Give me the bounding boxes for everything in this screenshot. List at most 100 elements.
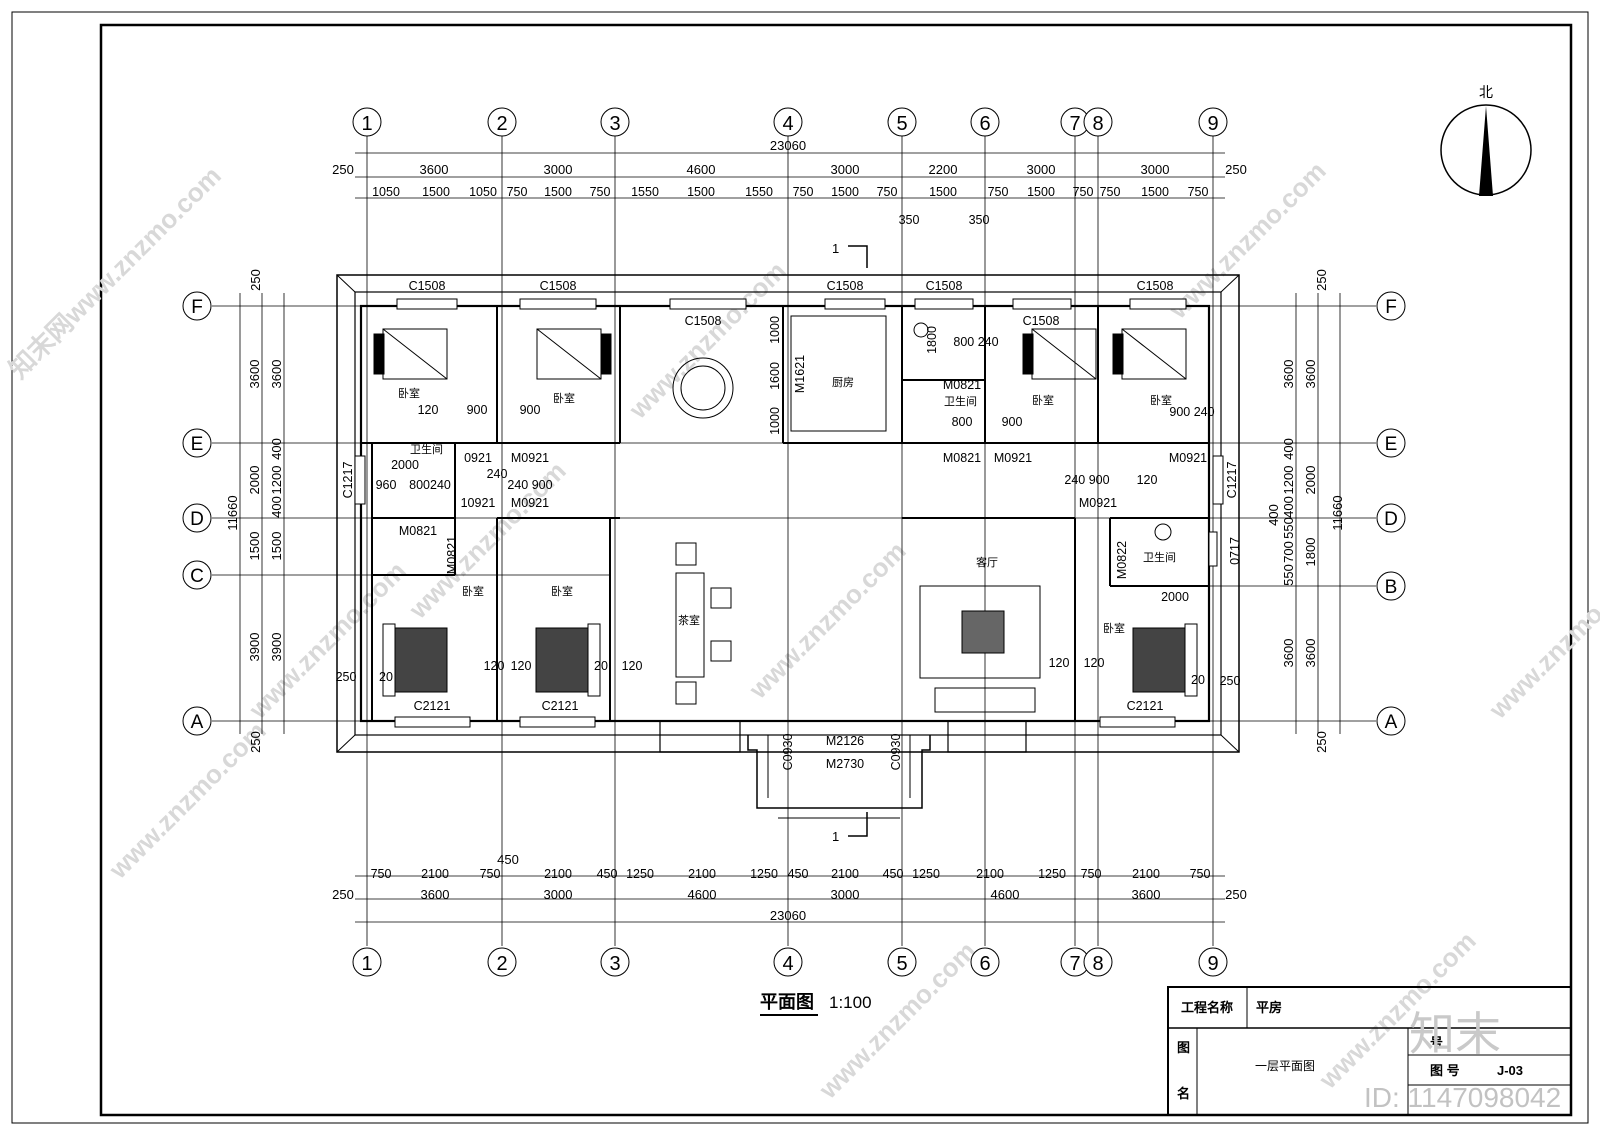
sheet-outer-border	[11, 11, 1589, 1124]
svg-text:3600: 3600	[1303, 360, 1318, 389]
room-bedroom-1: 卧室	[398, 386, 420, 400]
svg-text:250: 250	[248, 731, 263, 753]
svg-text:120: 120	[622, 659, 643, 673]
svg-text:6: 6	[979, 113, 990, 135]
svg-text:1250: 1250	[912, 867, 940, 881]
bed-icon	[373, 328, 448, 380]
bed-icon	[536, 328, 612, 380]
svg-text:www.znzmo.com: www.znzmo.com	[242, 556, 411, 725]
axis-x-8: 8 8	[1083, 107, 1113, 977]
svg-text:3900: 3900	[247, 633, 262, 662]
svg-text:C1508: C1508	[926, 279, 963, 293]
svg-text:400: 400	[269, 438, 284, 460]
svg-text:1000: 1000	[768, 316, 782, 344]
axis-x-1: 1 1	[352, 107, 382, 977]
svg-text:C: C	[190, 566, 204, 587]
svg-text:750: 750	[1100, 185, 1121, 199]
room-bedroom-5: 卧室	[462, 584, 484, 598]
svg-text:C2121: C2121	[414, 699, 451, 713]
svg-text:号: 号	[1430, 1035, 1443, 1050]
svg-text:2000: 2000	[1303, 466, 1318, 495]
svg-text:750: 750	[1081, 867, 1102, 881]
svg-text:11660: 11660	[225, 495, 240, 530]
dining-table-icon	[672, 357, 734, 419]
svg-text:550: 550	[1281, 517, 1296, 539]
svg-text:350: 350	[969, 213, 990, 227]
svg-text:1800: 1800	[925, 326, 939, 354]
svg-text:700: 700	[1281, 541, 1296, 563]
svg-text:400: 400	[269, 496, 284, 518]
svg-text:C0930: C0930	[781, 734, 795, 771]
svg-text:2100: 2100	[421, 867, 449, 881]
axis-grid-y: F F E E D D C B A A	[182, 291, 1406, 736]
svg-text:3: 3	[609, 953, 620, 975]
furniture	[373, 315, 1198, 713]
svg-text:750: 750	[507, 185, 528, 199]
axis-x-4: 4 4	[773, 107, 803, 977]
axis-x-6: 6 6	[970, 107, 1000, 977]
windows	[354, 298, 1224, 728]
svg-text:2000: 2000	[391, 458, 419, 472]
kitchen-counter	[790, 315, 887, 432]
svg-text:A: A	[1385, 712, 1398, 733]
svg-text:1200: 1200	[269, 466, 284, 495]
section-marks	[848, 245, 868, 837]
svg-text:250: 250	[1225, 887, 1247, 902]
svg-text:800 240: 800 240	[953, 335, 998, 349]
svg-text:2100: 2100	[1132, 867, 1160, 881]
svg-text:240 900: 240 900	[507, 478, 552, 492]
svg-text:M0921: M0921	[994, 451, 1032, 465]
room-bathroom-1: 卫生间	[944, 394, 977, 408]
svg-text:3900: 3900	[269, 633, 284, 662]
svg-text:工程名称: 工程名称	[1181, 1000, 1233, 1015]
svg-text:0921: 0921	[464, 451, 492, 465]
svg-text:C1508: C1508	[540, 279, 577, 293]
title-block	[1167, 986, 1572, 1116]
axis-x-5: 5 5	[887, 107, 917, 977]
svg-text:120: 120	[1137, 473, 1158, 487]
svg-text:C1508: C1508	[827, 279, 864, 293]
axis-y-D: D D	[182, 503, 1406, 533]
axis-x-2: 2 2	[487, 107, 517, 977]
svg-text:3000: 3000	[831, 887, 860, 902]
room-bedroom-3: 卧室	[1032, 393, 1054, 407]
svg-text:www.znzmo.com: www.znzmo.com	[1162, 156, 1331, 325]
svg-text:2000: 2000	[1161, 590, 1189, 604]
svg-text:9: 9	[1207, 953, 1218, 975]
left-dimensions: 250 250 11660 3600 2000 1500 3900 3600 4…	[225, 269, 285, 753]
svg-text:250: 250	[1314, 731, 1329, 753]
toilet-icon	[913, 322, 1172, 541]
svg-text:1500: 1500	[544, 185, 572, 199]
svg-text:3600: 3600	[421, 887, 450, 902]
svg-text:550: 550	[1281, 564, 1296, 586]
building-walls	[336, 274, 1240, 819]
room-living: 客厅	[976, 555, 998, 569]
svg-text:1: 1	[361, 113, 372, 135]
watermark-id: ID: 1147098042	[1364, 1082, 1561, 1113]
svg-text:J-03: J-03	[1497, 1063, 1523, 1078]
svg-text:M0821: M0821	[399, 524, 437, 538]
svg-text:450: 450	[497, 852, 519, 867]
svg-text:120: 120	[511, 659, 532, 673]
svg-text:450: 450	[788, 867, 809, 881]
svg-text:0717: 0717	[1228, 537, 1242, 565]
watermark-logo: 知末	[1409, 1008, 1501, 1060]
svg-text:8: 8	[1092, 113, 1103, 135]
right-dimensions: 250 250 11660 3600 400 1200 400 550 700 …	[1266, 269, 1345, 753]
svg-text:图 号: 图 号	[1430, 1063, 1460, 1078]
svg-text:3000: 3000	[831, 162, 860, 177]
svg-text:M0921: M0921	[1169, 451, 1207, 465]
svg-text:120: 120	[1084, 656, 1105, 670]
top-dimensions: 23060 250 250 3600 3000 4600 3000 2200 3…	[332, 138, 1247, 227]
svg-text:3600: 3600	[1281, 639, 1296, 668]
bottom-dimensions: 450 750 2100 750 2100 450 1250 2100 1250…	[332, 852, 1247, 923]
svg-text:1:100: 1:100	[829, 993, 872, 1012]
svg-text:5: 5	[896, 953, 907, 975]
svg-text:C2121: C2121	[542, 699, 579, 713]
svg-text:1500: 1500	[1141, 185, 1169, 199]
svg-text:2: 2	[496, 953, 507, 975]
svg-text:D: D	[190, 509, 204, 530]
room-tearoom: 茶室	[678, 613, 700, 627]
svg-text:1500: 1500	[929, 185, 957, 199]
svg-text:C0930: C0930	[889, 734, 903, 771]
